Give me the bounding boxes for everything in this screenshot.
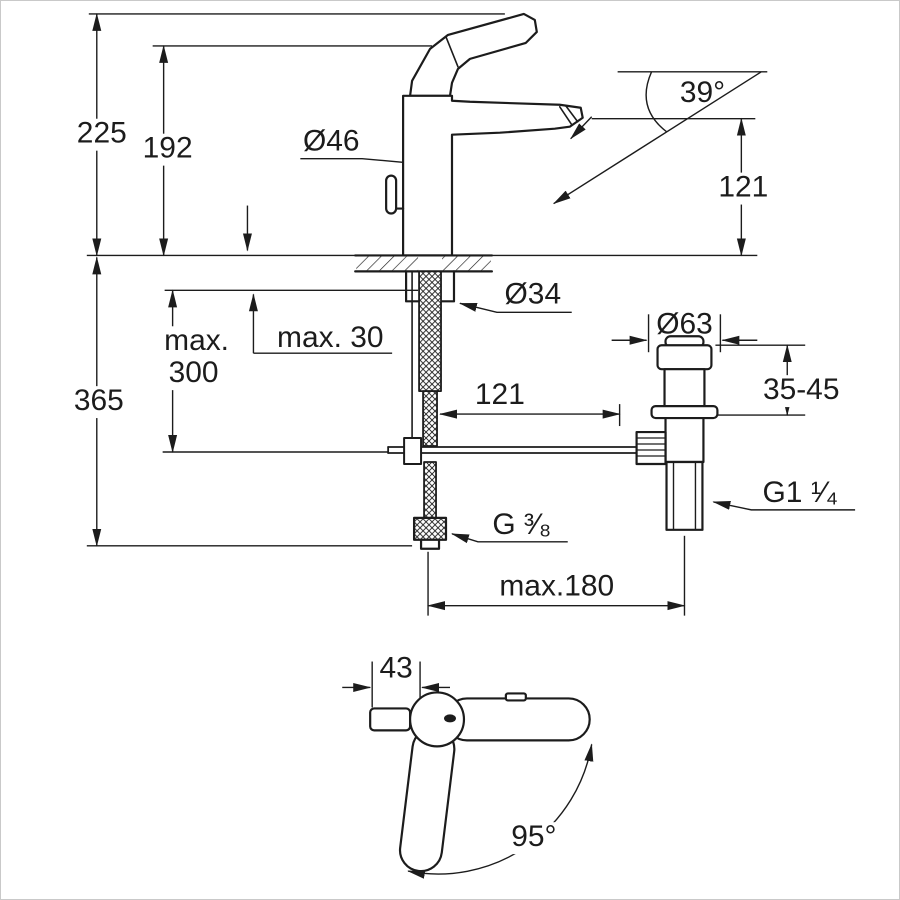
body-top-view — [408, 691, 466, 748]
mounting-deck — [354, 254, 494, 273]
dim-outlet-clearance: 121 — [718, 171, 768, 204]
faucet-top-view — [369, 691, 591, 873]
label-backgrounds — [66, 118, 848, 855]
dim-total-height: 225 — [77, 117, 127, 150]
supply-hose — [418, 270, 442, 519]
lever-handle — [408, 12, 538, 97]
dim-below-deck-height: 365 — [74, 384, 124, 417]
dim-max-hose-value: 300 — [169, 356, 219, 389]
knurled-knob — [635, 430, 667, 466]
dim-spray-angle: 39° — [680, 76, 725, 109]
dim-drain-diameter: Ø63 — [656, 307, 713, 340]
aerator-lines — [558, 105, 573, 126]
tailpipe — [665, 460, 704, 531]
faucet-side-view — [354, 12, 641, 550]
dim-height-to-outlet: 192 — [143, 132, 193, 165]
drain-valve — [635, 335, 719, 531]
supply-nut — [412, 516, 448, 550]
dim-swivel-angle: 95° — [511, 820, 556, 853]
dim-body-diameter: Ø46 — [303, 125, 360, 158]
valve-lower-body — [664, 416, 705, 464]
dim-shank-diameter: Ø34 — [505, 277, 562, 310]
dim-max-hose-word: max. — [164, 324, 229, 357]
faucet-body-spout — [402, 94, 584, 257]
dim-drain-thread: G1 ¹⁄₄ — [763, 476, 838, 509]
dimension-lines — [86, 12, 856, 879]
dim-drain-clamp-range: 35-45 — [763, 373, 840, 406]
dim-supply-thread: G ³⁄₈ — [492, 508, 551, 541]
dim-max-deck-thickness: max. 30 — [277, 321, 383, 354]
dimension-labels: 225 192 Ø46 39° 121 Ø34 max. 30 max. 300… — [74, 76, 840, 853]
handle-swivel-outline — [398, 727, 456, 873]
spout-top-view — [369, 707, 412, 732]
valve-cap — [656, 344, 713, 371]
pop-up-linkage — [387, 446, 641, 454]
handle-button — [504, 692, 527, 702]
dim-drain-offset: 121 — [475, 378, 525, 411]
lever-slot — [444, 714, 456, 723]
pull-rod — [385, 174, 398, 215]
dim-handle-depth: 43 — [379, 651, 412, 684]
valve-upper-body — [663, 368, 706, 408]
valve-flange — [650, 405, 719, 420]
rod-clamp — [403, 437, 423, 465]
dim-max-reach: max.180 — [499, 570, 614, 603]
handle-top-view — [444, 697, 591, 742]
